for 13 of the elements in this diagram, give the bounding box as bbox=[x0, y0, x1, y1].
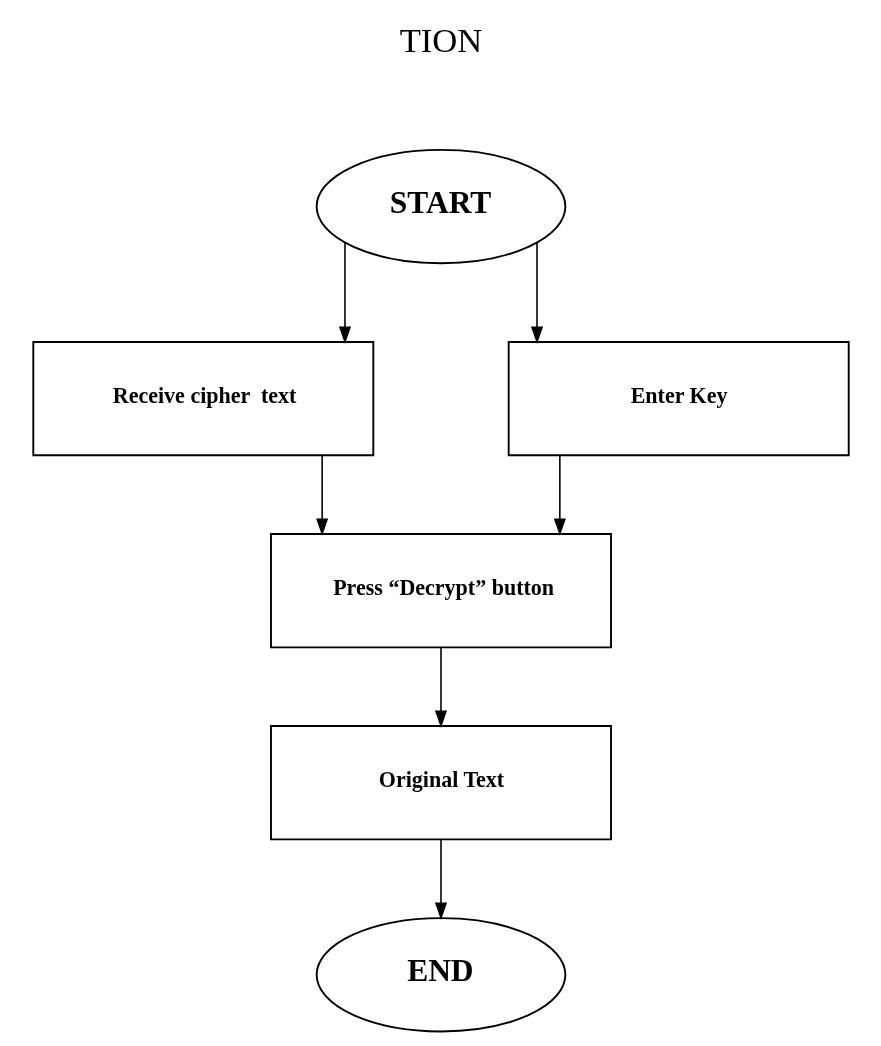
node-box: Press “Decrypt” button bbox=[269, 533, 612, 649]
arrow bbox=[315, 454, 328, 536]
arrow bbox=[434, 647, 447, 728]
arrow bbox=[530, 241, 543, 344]
arrow bbox=[434, 839, 447, 920]
label: TION bbox=[399, 20, 482, 59]
node-box: Original Text bbox=[269, 725, 612, 841]
node-box: Receive cipher text bbox=[31, 341, 374, 457]
node-box: Enter Key bbox=[507, 341, 850, 457]
node-ellipse: START bbox=[315, 149, 566, 265]
node-ellipse: END bbox=[315, 917, 566, 1033]
arrow bbox=[338, 241, 351, 344]
arrow bbox=[553, 454, 566, 536]
